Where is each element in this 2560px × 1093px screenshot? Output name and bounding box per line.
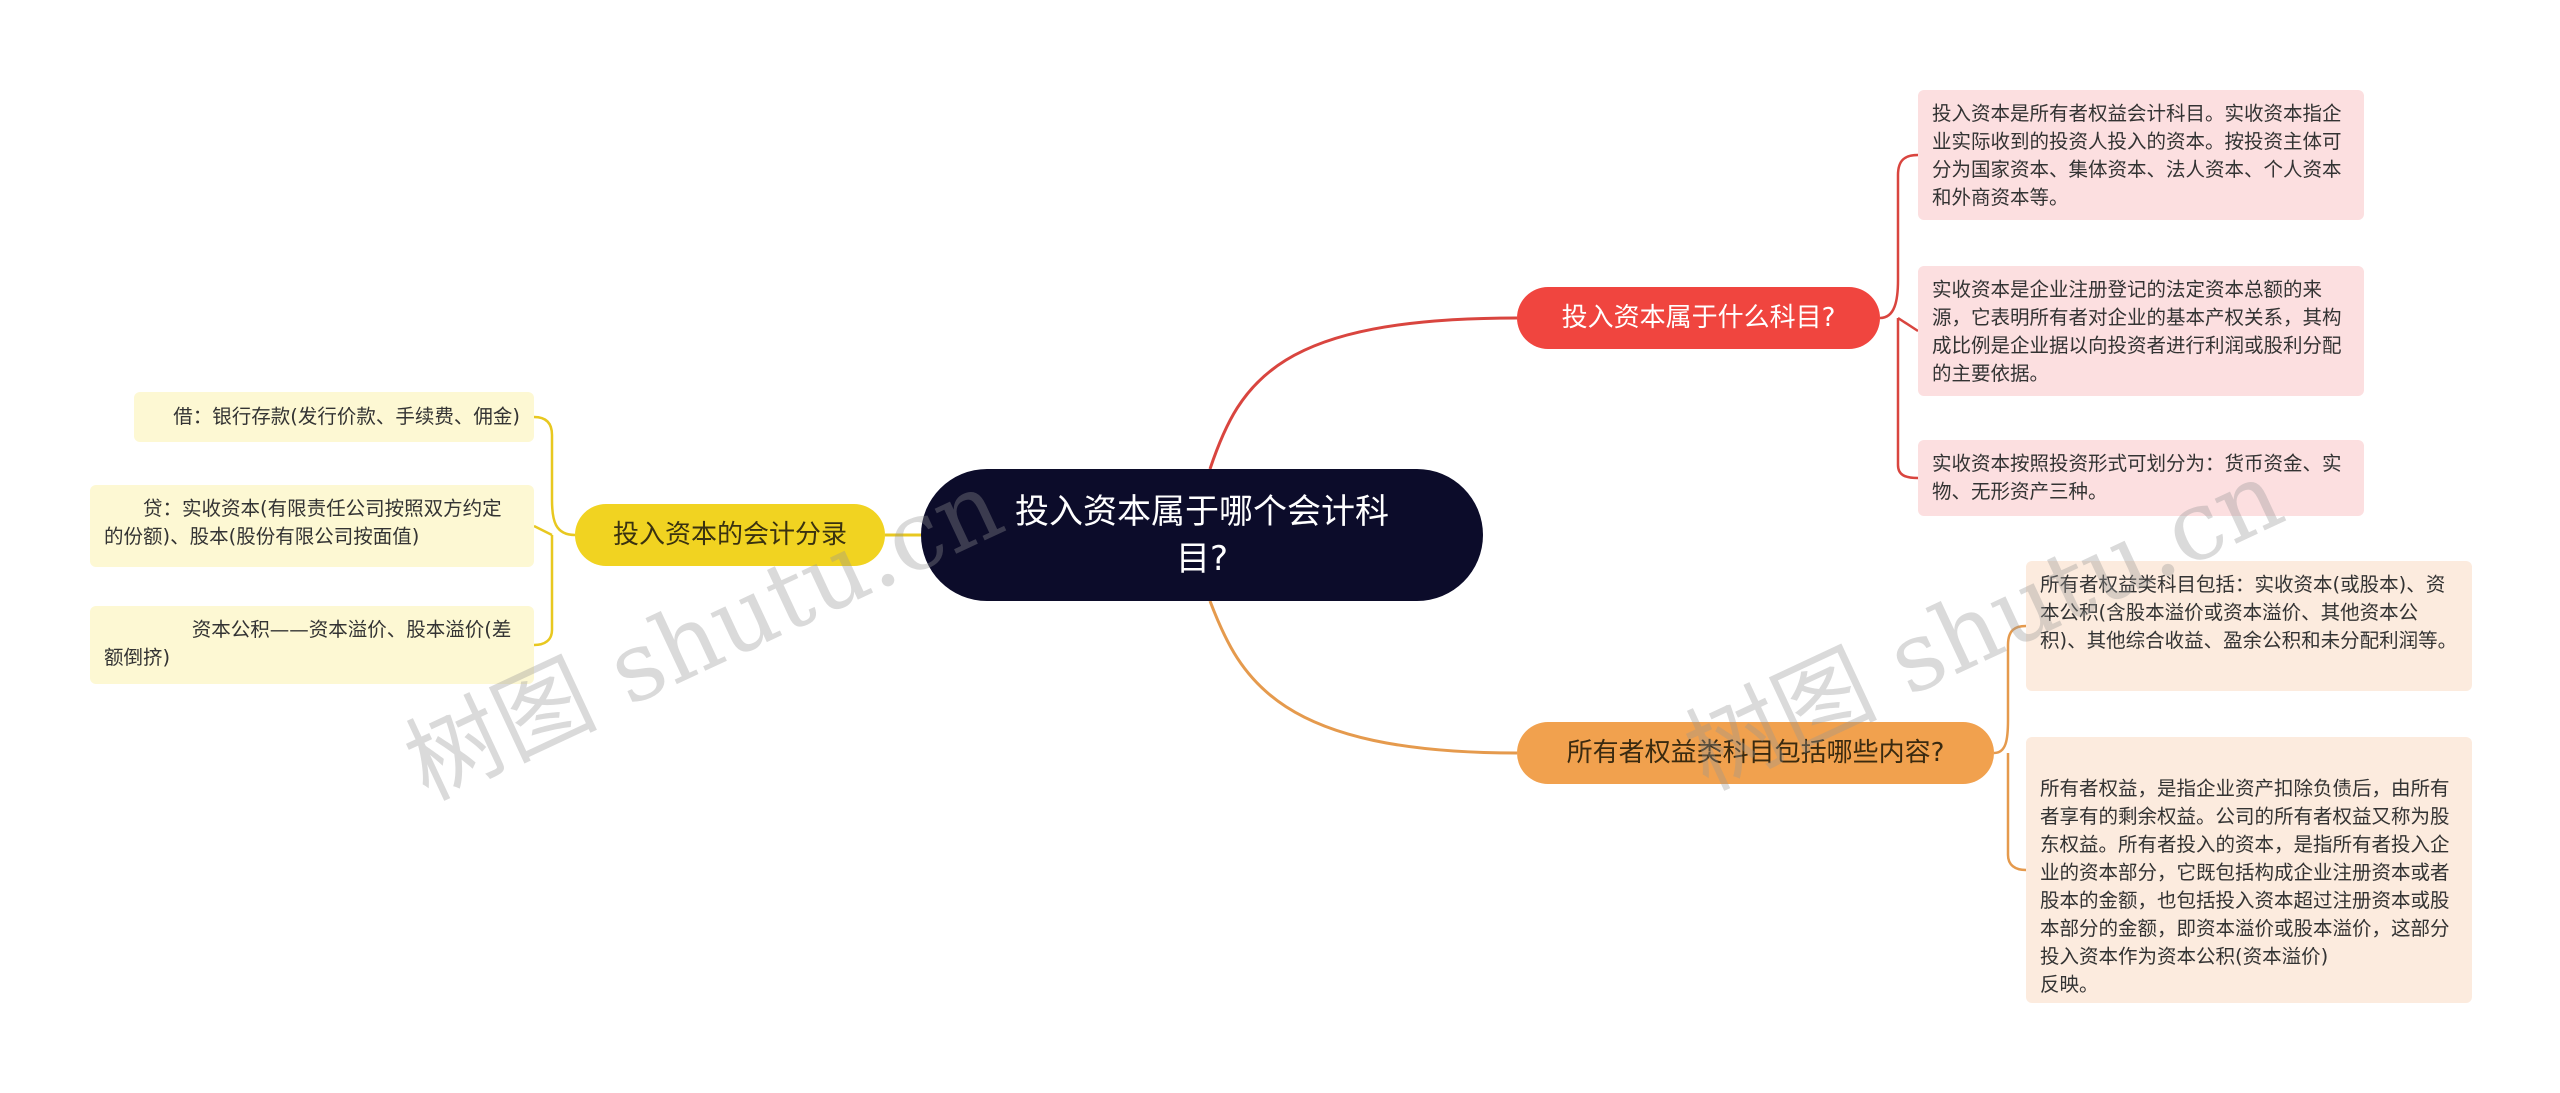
branch-topic-subject[interactable]: 投入资本属于什么科目?: [1517, 287, 1880, 349]
leaf-topic[interactable]: 所有者权益类科目包括：实收资本(或股本)、资本公积(含股本溢价或资本溢价、其他资…: [2026, 561, 2472, 691]
leaf-topic[interactable]: 所有者权益，是指企业资产扣除负债后，由所有者享有的剩余权益。公司的所有者权益又称…: [2026, 737, 2472, 1003]
link-branch-1-leaves: [1879, 153, 1919, 480]
leaf-topic-text: 所有者权益，是指企业资产扣除负债后，由所有者享有的剩余权益。公司的所有者权益又称…: [2040, 777, 2450, 996]
leaf-topic[interactable]: 借：银行存款(发行价款、手续费、佣金): [134, 392, 534, 442]
leaf-topic-text: 实收资本按照投资形式可划分为：货币资金、实物、无形资产三种。: [1932, 452, 2342, 503]
branch-topic-label: 所有者权益类科目包括哪些内容?: [1566, 738, 1945, 768]
link-branch-2-leaves: [1993, 624, 2027, 872]
leaf-topic[interactable]: 实收资本按照投资形式可划分为：货币资金、实物、无形资产三种。: [1918, 440, 2364, 516]
branch-topic-journal-entry[interactable]: 投入资本的会计分录: [575, 504, 885, 566]
leaf-topic-text: 实收资本是企业注册登记的法定资本总额的来源，它表明所有者对企业的基本产权关系，其…: [1932, 278, 2342, 385]
leaf-topic[interactable]: 投入资本是所有者权益会计科目。实收资本指企业实际收到的投资人投入的资本。按投资主…: [1918, 90, 2364, 220]
leaf-topic-text: 贷：实收资本(有限责任公司按照双方约定的份额)、股本(股份有限公司按面值): [104, 497, 502, 548]
link-branch-3-leaves: [533, 415, 576, 647]
leaf-topic-text: 借：银行存款(发行价款、手续费、佣金): [173, 405, 520, 428]
leaf-topic[interactable]: 实收资本是企业注册登记的法定资本总额的来源，它表明所有者对企业的基本产权关系，其…: [1918, 266, 2364, 396]
branch-topic-label: 投入资本属于什么科目?: [1561, 303, 1836, 333]
branch-topic-equity-items[interactable]: 所有者权益类科目包括哪些内容?: [1517, 722, 1994, 784]
link-central-to-branch-1: [1208, 316, 1518, 470]
link-central-to-branch-2: [1208, 600, 1518, 755]
leaf-topic[interactable]: 贷：实收资本(有限责任公司按照双方约定的份额)、股本(股份有限公司按面值): [90, 485, 534, 567]
central-topic-label: 投入资本属于哪个会计科目?: [1015, 492, 1389, 579]
central-topic[interactable]: 投入资本属于哪个会计科目?: [921, 469, 1483, 601]
leaf-topic-text: 投入资本是所有者权益会计科目。实收资本指企业实际收到的投资人投入的资本。按投资主…: [1932, 102, 2342, 209]
leaf-topic-text: 资本公积——资本溢价、股本溢价(差额倒挤): [104, 618, 512, 669]
branch-topic-label: 投入资本的会计分录: [612, 520, 847, 550]
leaf-topic-text: 所有者权益类科目包括：实收资本(或股本)、资本公积(含股本溢价或资本溢价、其他资…: [2040, 573, 2458, 652]
leaf-topic[interactable]: 资本公积——资本溢价、股本溢价(差额倒挤): [90, 606, 534, 684]
